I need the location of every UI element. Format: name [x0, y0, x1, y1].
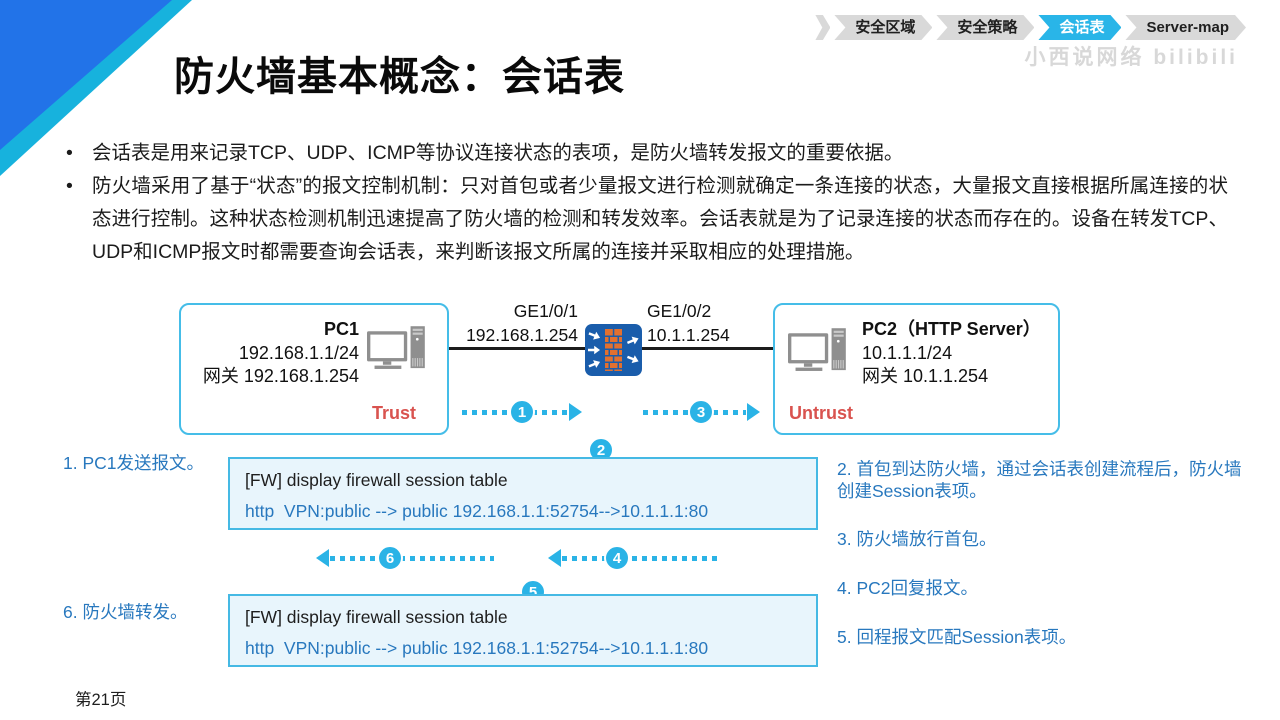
pc1-name: PC1	[323, 319, 359, 339]
dotted-line	[330, 556, 494, 561]
desktop-computer-icon	[367, 326, 425, 369]
pc2-info: PC2（HTTP Server） 10.1.1.1/24 网关 10.1.1.2…	[862, 318, 1052, 389]
page-number: 第21页	[75, 691, 127, 709]
corner-accent-blue	[0, 0, 172, 150]
trust-zone-label: Trust	[371, 403, 416, 423]
pc2-gateway: 网关 10.1.1.254	[862, 366, 989, 386]
tab-security-zone[interactable]: 安全区域	[834, 15, 932, 40]
firewall-left-interface-label: GE1/0/1 192.168.1.254	[438, 299, 578, 347]
step-label-1: 1. PC1发送报文。	[63, 453, 204, 473]
cli-command: [FW] display firewall session table	[245, 607, 508, 627]
untrust-zone-label: Untrust	[789, 403, 853, 423]
session-entry: http VPN:public --> public 192.168.1.1:5…	[245, 638, 709, 658]
arrowhead-right-icon	[569, 403, 582, 421]
breadcrumb: 安全区域 安全策略 会话表 Server-map	[815, 15, 1246, 40]
desktop-computer-icon	[788, 328, 846, 371]
watermark: 小西说网络 bilibili	[1024, 46, 1238, 69]
tab-security-policy[interactable]: 安全策略	[936, 15, 1034, 40]
arrowhead-left-icon	[316, 549, 329, 567]
step-badge-3: 3	[688, 399, 714, 425]
interface-ip: 10.1.1.254	[647, 325, 730, 345]
step-label-6: 6. 防火墙转发。	[63, 602, 188, 622]
flow-arrow-step1: 1	[462, 399, 582, 425]
step-badge-1: 1	[509, 399, 535, 425]
pc1-gateway: 网关 192.168.1.254	[202, 366, 359, 386]
bullet-list: 会话表是用来记录TCP、UDP、ICMP等协议连接状态的表项，是防火墙转发报文的…	[58, 137, 1228, 269]
tab-server-map[interactable]: Server-map	[1125, 15, 1246, 40]
firewall-icon	[585, 324, 642, 376]
session-entry: http VPN:public --> public 192.168.1.1:5…	[245, 501, 709, 521]
firewall-right-interface-label: GE1/0/2 10.1.1.254	[647, 299, 787, 347]
bullet-item: 会话表是用来记录TCP、UDP、ICMP等协议连接状态的表项，是防火墙转发报文的…	[58, 137, 1228, 170]
bullet-item: 防火墙采用了基于“状态”的报文控制机制：只对首包或者少量报文进行检测就确定一条连…	[58, 170, 1228, 269]
tab-session-table[interactable]: 会话表	[1038, 15, 1121, 40]
interface-ip: 192.168.1.254	[466, 325, 578, 345]
interface-name: GE1/0/1	[513, 301, 578, 321]
step-badge-6: 6	[377, 545, 403, 571]
flow-arrow-step6: 6	[316, 545, 494, 571]
step-label-3: 3. 防火墙放行首包。	[837, 529, 997, 549]
interface-name: GE1/0/2	[647, 301, 712, 321]
step-label-5: 5. 回程报文匹配Session表项。	[837, 627, 1077, 647]
step-label-4: 4. PC2回复报文。	[837, 578, 978, 598]
step-badge-4: 4	[604, 545, 630, 571]
arrowhead-right-icon	[747, 403, 760, 421]
flow-arrow-step4: 4	[548, 545, 721, 571]
pc2-name: PC2（HTTP Server）	[862, 319, 1041, 339]
flow-arrow-step3: 3	[643, 399, 760, 425]
pc2-box: PC2（HTTP Server） 10.1.1.1/24 网关 10.1.1.2…	[773, 303, 1060, 435]
step-label-2: 2. 首包到达防火墙，通过会话表创建流程后，防火墙创建Session表项。	[837, 459, 1242, 501]
arrowhead-left-icon	[548, 549, 561, 567]
chevron-fragment-icon	[815, 15, 831, 40]
pc1-ip: 192.168.1.1/24	[238, 342, 359, 363]
dotted-line	[562, 556, 721, 561]
pc1-box: PC1 192.168.1.1/24 网关 192.168.1.254 Trus…	[179, 303, 449, 435]
cli-command: [FW] display firewall session table	[245, 470, 508, 490]
pc1-info: PC1 192.168.1.1/24 网关 192.168.1.254	[199, 318, 359, 389]
pc2-ip: 10.1.1.1/24	[862, 342, 953, 363]
session-table-box-2: [FW] display firewall session table http…	[228, 594, 818, 667]
session-table-box-1: [FW] display firewall session table http…	[228, 457, 818, 530]
page-title: 防火墙基本概念：会话表	[174, 55, 625, 99]
